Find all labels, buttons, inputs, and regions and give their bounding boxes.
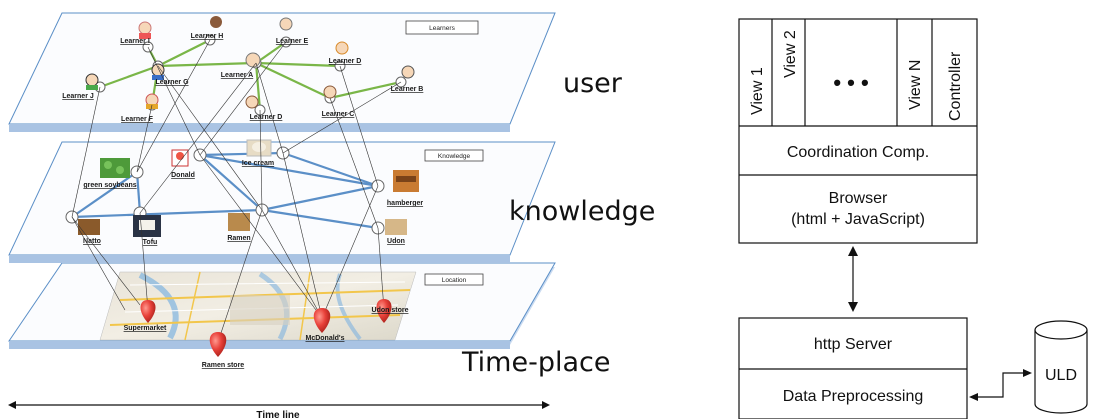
place-layer: Location: [8, 262, 556, 349]
avatar: [151, 63, 165, 80]
pin-icon: [209, 332, 227, 357]
place-label: Udon store: [372, 307, 409, 314]
ramen-image: [228, 213, 250, 231]
ellipsis: • • •: [833, 70, 868, 95]
learner-label: Learner D: [329, 58, 362, 65]
learner-label: Learner E: [276, 38, 309, 45]
knowledge-label: Natto: [83, 238, 101, 245]
timeline-label: Time line: [256, 410, 300, 419]
learners-box: [405, 20, 479, 35]
time-place-caption: Time-place: [461, 347, 610, 378]
food-thumbnails: [78, 139, 419, 237]
knowledge-label: Donald: [171, 172, 195, 179]
layered-model: Location Knowledge: [8, 12, 655, 419]
learner-avatars: [85, 16, 415, 109]
knowledge-label: Udon: [387, 238, 405, 245]
avatar: [145, 93, 159, 109]
location-box: [424, 273, 484, 286]
learner-label: Learner D: [250, 114, 283, 121]
client-box: [738, 18, 978, 244]
pin-icon: [313, 308, 331, 333]
user-layer: Learners: [8, 12, 556, 132]
learner-label: Learner A: [221, 72, 253, 79]
http-server-label: http Server: [814, 336, 893, 353]
pin-icon: [140, 300, 156, 323]
view-n-label: View N: [907, 60, 924, 110]
db-arrow: [969, 369, 1032, 401]
timeline-arrow: [8, 401, 550, 409]
knowledge-label: green soybeans: [83, 182, 136, 189]
browser-label: Browser: [829, 190, 888, 207]
database-label: ULD: [1045, 367, 1077, 384]
architecture-diagram: View 1 View 2 • • • View N Controller Co…: [738, 18, 1088, 419]
knowledge-layer: Knowledge: [8, 139, 556, 263]
browser-sublabel: (html + JavaScript): [791, 211, 925, 228]
learners-box-title: Learners: [429, 25, 455, 32]
knowledge-label: hamberger: [387, 200, 423, 207]
user-caption: user: [563, 68, 623, 99]
avatar: [210, 16, 222, 28]
avatar: [401, 65, 415, 79]
natto-image: [78, 219, 100, 235]
location-map: [99, 271, 417, 341]
place-label: Ramen store: [202, 362, 245, 369]
cross-layer-links: [71, 39, 402, 343]
avatar: [335, 41, 349, 55]
view-2-label: View 2: [782, 30, 799, 78]
client-server-arrow: [848, 246, 858, 312]
location-box-title: Location: [442, 277, 467, 284]
knowledge-label: Ice cream: [242, 160, 274, 167]
knowledge-box-title: Knowledge: [438, 153, 471, 160]
location-pins: [140, 299, 392, 357]
learner-label: Learner J: [62, 93, 94, 100]
data-preprocessing-label: Data Preprocessing: [783, 388, 924, 405]
view-columns: View 1 View 2 • • • View N Controller: [739, 19, 977, 127]
avatar: [245, 52, 261, 68]
controller-label: Controller: [947, 51, 964, 121]
soybean-image: [100, 158, 130, 178]
pin-icon: [376, 299, 392, 323]
avatar: [245, 95, 259, 109]
udon-image: [385, 219, 407, 235]
avatar: [323, 85, 337, 99]
view-1-label: View 1: [749, 67, 766, 115]
place-label: Supermarket: [124, 325, 167, 332]
learner-label: Learner F: [121, 116, 154, 123]
avatar: [85, 73, 99, 90]
learner-label: Learner I: [120, 38, 150, 45]
coordination-label: Coordination Comp.: [787, 144, 929, 161]
knowledge-box: [424, 149, 484, 162]
learner-label: Learner C: [322, 111, 355, 118]
learner-label: Learner H: [191, 33, 224, 40]
place-label: McDonald's: [305, 335, 344, 342]
avatar: [138, 21, 152, 39]
knowledge-label: Tofu: [143, 239, 158, 246]
avatar: [279, 17, 293, 31]
knowledge-caption: knowledge: [509, 196, 655, 227]
knowledge-label: Ramen: [227, 235, 250, 242]
learner-label: Learner G: [155, 79, 189, 86]
database-icon: [1034, 320, 1088, 414]
learner-label: Learner B: [391, 86, 424, 93]
